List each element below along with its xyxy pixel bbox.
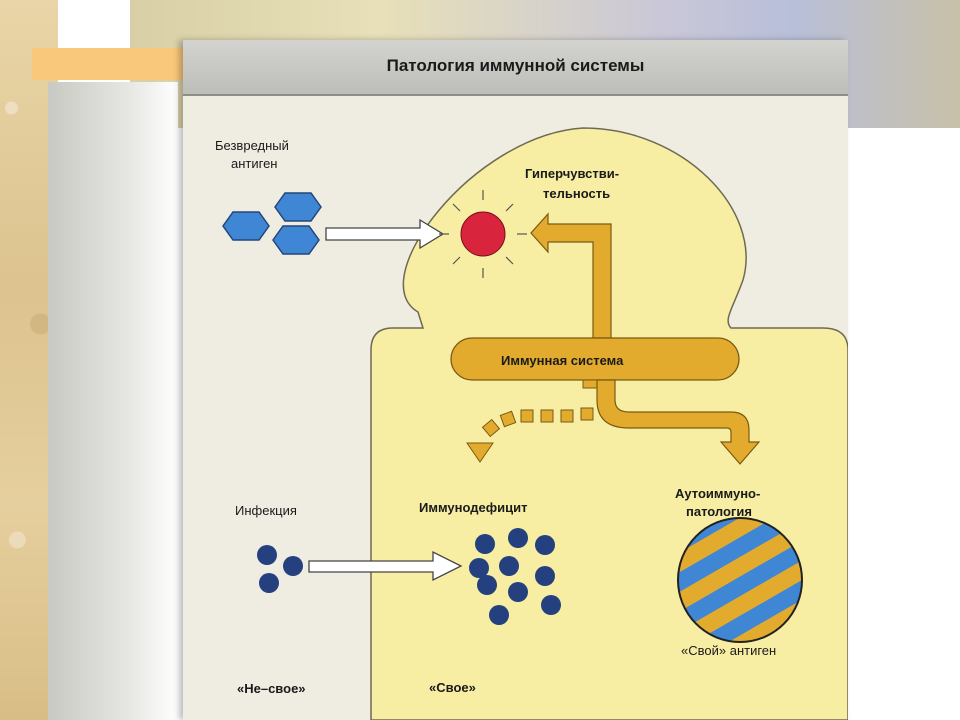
harmless-antigen-label-line2: антиген bbox=[231, 156, 278, 171]
antigen-arrow bbox=[325, 218, 445, 250]
not-self-label: «Не–свое» bbox=[237, 681, 306, 696]
title-bar: Патология иммунной системы bbox=[183, 40, 848, 96]
immune-system-label: Иммунная система bbox=[501, 353, 624, 368]
autoimmune-label-line1: Аутоиммуно- bbox=[675, 486, 760, 501]
infection-arrow bbox=[308, 550, 463, 582]
hypersensitivity-arrow bbox=[530, 212, 612, 339]
pathogen-dot bbox=[499, 556, 519, 576]
diagram-title: Патология иммунной системы bbox=[386, 56, 645, 75]
immune-pathology-diagram: Безвредный антиген Гиперчувстви- тельнос… bbox=[215, 127, 848, 720]
pathogen-dot bbox=[508, 582, 528, 602]
pathogen-dot bbox=[508, 528, 528, 548]
pathogen-dot bbox=[489, 605, 509, 625]
slide-shadow bbox=[48, 82, 178, 720]
immunodeficiency-label: Иммунодефицит bbox=[419, 500, 527, 515]
own-antigen-circle bbox=[678, 518, 802, 642]
own-antigen-outline bbox=[677, 517, 803, 643]
hypersensitivity-label-line1: Гиперчувстви- bbox=[525, 166, 619, 181]
autoimmune-label-line2: патология bbox=[686, 504, 752, 519]
pathogen-dot bbox=[475, 534, 495, 554]
pathogen-dot bbox=[535, 535, 555, 555]
pathogen-dot bbox=[469, 558, 489, 578]
autoimmune-arrow bbox=[596, 379, 761, 465]
self-label: «Свое» bbox=[429, 680, 476, 695]
pathogen-dot bbox=[477, 575, 497, 595]
infection-label: Инфекция bbox=[235, 503, 297, 518]
immunodeficiency-dashed-arrow bbox=[466, 379, 600, 463]
hypersensitivity-label-line2: тельность bbox=[543, 186, 610, 201]
antigen-hexagon bbox=[222, 211, 270, 241]
own-antigen-label: «Свой» антиген bbox=[681, 643, 776, 658]
hypersensitivity-burst bbox=[439, 190, 527, 278]
harmless-antigen-label-line1: Безвредный bbox=[215, 138, 289, 153]
red-burst-center bbox=[460, 211, 506, 257]
antigen-hexagon bbox=[274, 192, 322, 222]
diagram-panel: Патология иммунной системы Безвредный ан… bbox=[183, 40, 848, 720]
infection-dot bbox=[259, 573, 279, 593]
pathogen-dot bbox=[535, 566, 555, 586]
orange-accent-bar bbox=[32, 48, 192, 80]
infection-dot bbox=[283, 556, 303, 576]
pathogen-dot bbox=[541, 595, 561, 615]
infection-dot bbox=[257, 545, 277, 565]
antigen-hexagon bbox=[272, 225, 320, 255]
